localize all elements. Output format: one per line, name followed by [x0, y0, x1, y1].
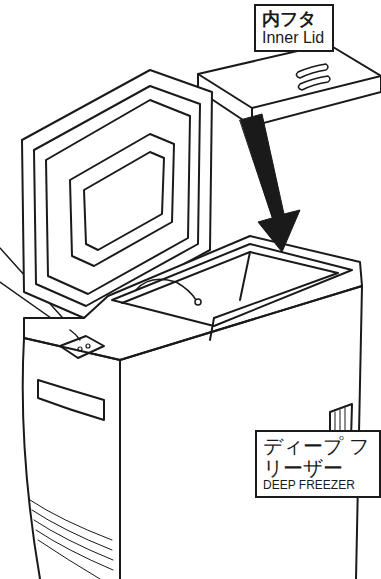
japanese-label: 内フタ: [262, 9, 326, 29]
english-label: DEEP FREEZER: [263, 479, 373, 492]
label-box: ディープ フリーザーDEEP FREEZER: [255, 430, 381, 498]
japanese-label: ディープ フリーザー: [263, 435, 373, 479]
label-box: 内フタInner Lid: [254, 4, 334, 52]
english-label: Inner Lid: [262, 29, 326, 47]
